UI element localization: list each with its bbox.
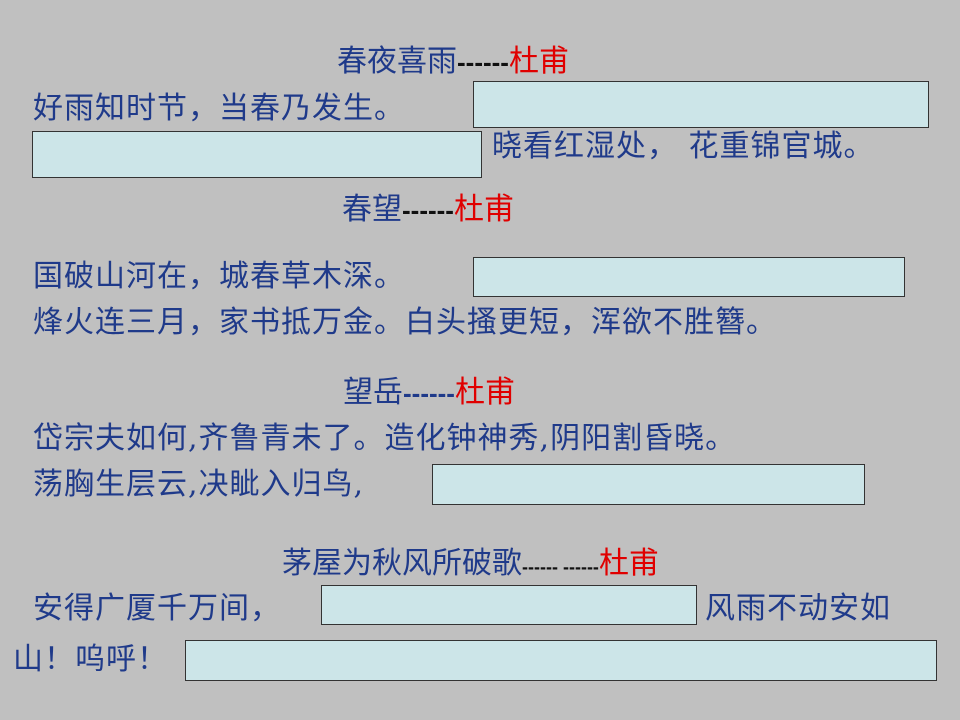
poem1-separator: ------: [457, 47, 509, 77]
poem4-answer-box-2[interactable]: [185, 640, 937, 681]
poem1-title-row: 春夜喜雨------杜甫: [337, 47, 569, 77]
poem4-separator: ------ ------: [522, 557, 599, 577]
poem1-title: 春夜喜雨: [337, 44, 457, 79]
poem4-title-row: 茅屋为秋风所破歌------ ------杜甫: [282, 549, 659, 579]
poem4-title: 茅屋为秋风所破歌: [282, 546, 522, 581]
poem1-line2: 晓看红湿处， 花重锦官城。: [492, 129, 875, 164]
poem2-title-row: 春望------杜甫: [342, 195, 514, 225]
poem1-answer-box-1[interactable]: [473, 81, 929, 128]
poem3-author: 杜甫: [454, 375, 515, 410]
poem1-line1: 好雨知时节，当春乃发生。: [33, 91, 405, 126]
poem1-answer-box-2[interactable]: [32, 131, 482, 178]
poem2-separator: ------: [402, 195, 454, 225]
poem3-line1: 岱宗夫如何,齐鲁青未了。造化钟神秀,阴阳割昏晓。: [33, 421, 737, 456]
poem3-separator: ------: [403, 378, 455, 408]
poem3-title-row: 望岳------杜甫: [343, 378, 515, 408]
poem4-author: 杜甫: [598, 546, 659, 581]
poem3-title: 望岳: [343, 375, 403, 410]
poem4-line1b: 风雨不动安如: [705, 591, 891, 626]
poem3-line2: 荡胸生层云,决眦入归鸟,: [33, 467, 365, 502]
poem1-author: 杜甫: [508, 44, 569, 79]
poem3-answer-box[interactable]: [432, 464, 865, 505]
poem4-answer-box-1[interactable]: [321, 585, 697, 625]
poem2-title: 春望: [342, 192, 402, 227]
poem4-line2: 山！呜呼！: [13, 642, 168, 677]
poem2-line1: 国破山河在，城春草木深。: [33, 259, 405, 294]
poem2-author: 杜甫: [453, 192, 514, 227]
poem2-line2: 烽火连三月，家书抵万金。白头搔更短，浑欲不胜簪。: [33, 305, 777, 340]
poem4-line1a: 安得广厦千万间，: [33, 591, 281, 626]
poem2-answer-box[interactable]: [473, 257, 905, 297]
